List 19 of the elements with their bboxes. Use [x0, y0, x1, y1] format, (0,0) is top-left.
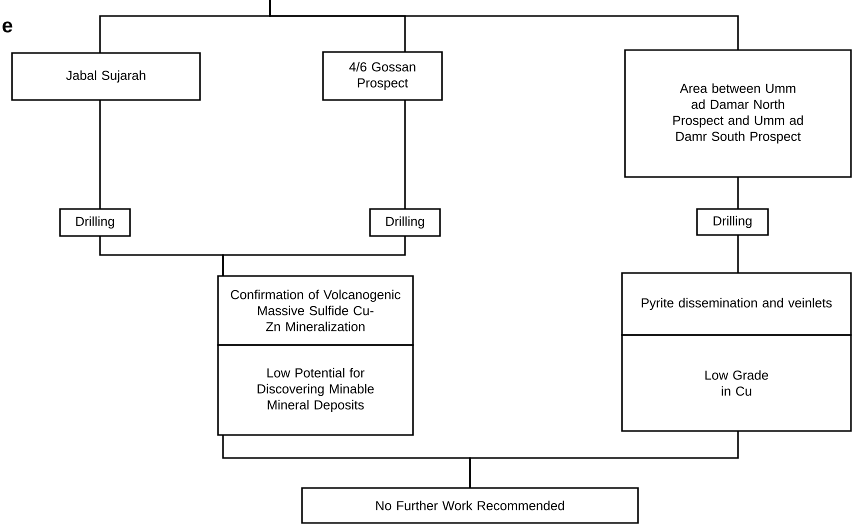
connector-line: [269, 0, 739, 50]
flow-box: No Further Work Recommended: [301, 487, 639, 524]
flow-box: Drilling: [696, 208, 769, 236]
connector-line: [222, 236, 406, 276]
flow-box: 4/6 Gossan Prospect: [322, 51, 443, 101]
flow-box: Low Grade in Cu: [621, 334, 852, 432]
flow-box: Drilling: [369, 208, 441, 237]
connector-line: [99, 100, 101, 209]
connector-line: [469, 431, 739, 488]
flow-box: Confirmation of Volcanogenic Massive Sulfide Cu-Zn Mineralization: [217, 275, 414, 346]
cut-off-letter: e: [2, 22, 12, 32]
connector-line: [737, 235, 739, 273]
flow-box: Jabal Sujarah: [11, 52, 201, 101]
flow-box: Area between Umm ad Damar North Prospect and Umm ad Damr South Prospect: [624, 49, 852, 178]
flow-box: Low Potential for Discovering Minable Mineral Deposits: [217, 344, 414, 436]
connector-line: [404, 100, 406, 209]
connector-line: [737, 177, 739, 209]
flow-box: Pyrite dissemination and veinlets: [621, 272, 852, 336]
flow-box: Drilling: [59, 208, 131, 237]
